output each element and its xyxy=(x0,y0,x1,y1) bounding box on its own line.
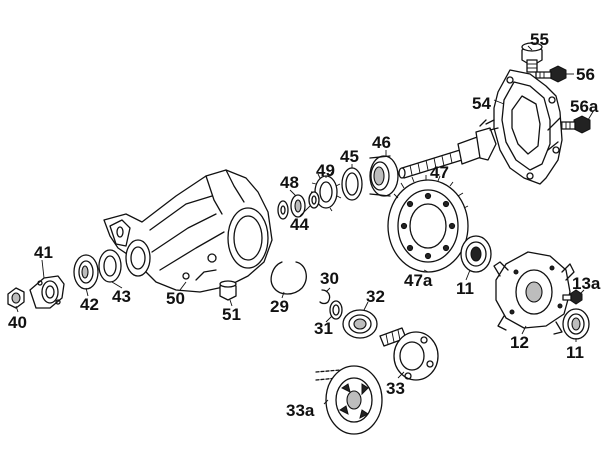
label-55: 55 xyxy=(530,30,549,49)
label-56: 56 xyxy=(576,65,595,84)
label-46: 46 xyxy=(372,133,391,152)
label-33a: 33a xyxy=(286,401,315,420)
part-29-circlip xyxy=(270,261,307,295)
part-54-rear-cover xyxy=(493,69,563,185)
part-51-plug xyxy=(219,280,237,301)
label-42: 42 xyxy=(80,295,99,314)
label-45: 45 xyxy=(340,147,359,166)
label-41: 41 xyxy=(34,243,53,262)
label-48: 48 xyxy=(280,173,299,192)
label-47a: 47a xyxy=(404,271,433,290)
part-44-shim xyxy=(308,191,320,209)
part-12-differential-carrier xyxy=(493,251,575,335)
part-11-bearing-upper xyxy=(460,235,492,273)
part-40-nut xyxy=(7,287,25,309)
label-50: 50 xyxy=(166,289,185,308)
label-11-upper: 11 xyxy=(456,279,474,298)
part-46-bearing xyxy=(369,155,399,197)
part-33-flange-shaft xyxy=(379,327,439,381)
part-55-vent xyxy=(521,42,543,73)
label-49: 49 xyxy=(316,161,335,180)
part-48-washers xyxy=(277,194,306,220)
label-43: 43 xyxy=(112,287,131,306)
part-30-clip xyxy=(319,289,331,305)
part-56a-bolt xyxy=(557,115,591,134)
part-32-bearing xyxy=(342,309,378,339)
part-45-ring xyxy=(341,167,363,201)
label-33: 33 xyxy=(386,379,405,398)
part-43-seal xyxy=(98,249,122,283)
part-47-pinion-shaft xyxy=(398,119,499,179)
callout-labels: 55 56 54 56a 46 45 49 48 44 47 41 40 42 … xyxy=(8,30,601,420)
label-29: 29 xyxy=(270,297,289,316)
label-40: 40 xyxy=(8,313,27,332)
label-13a: 13a xyxy=(572,274,601,293)
part-13a-bolt xyxy=(562,289,583,305)
part-42-bearing xyxy=(73,254,99,290)
label-51: 51 xyxy=(222,305,241,324)
label-31: 31 xyxy=(314,319,333,338)
part-50-housing xyxy=(103,169,273,293)
label-11-lower: 11 xyxy=(566,343,584,362)
part-31-clip xyxy=(329,300,343,320)
part-33a-flange xyxy=(315,365,383,435)
label-30: 30 xyxy=(320,269,339,288)
label-56a: 56a xyxy=(570,97,599,116)
label-32: 32 xyxy=(366,287,385,306)
label-47: 47 xyxy=(430,163,449,182)
label-44: 44 xyxy=(290,215,309,234)
part-56-bolt xyxy=(535,65,567,83)
label-12: 12 xyxy=(510,333,529,352)
leader-lines xyxy=(15,45,595,405)
part-47a-ring-gear xyxy=(387,175,469,273)
part-11-bearing-lower xyxy=(562,308,590,340)
part-41-flange xyxy=(29,275,65,309)
label-54: 54 xyxy=(472,94,491,113)
